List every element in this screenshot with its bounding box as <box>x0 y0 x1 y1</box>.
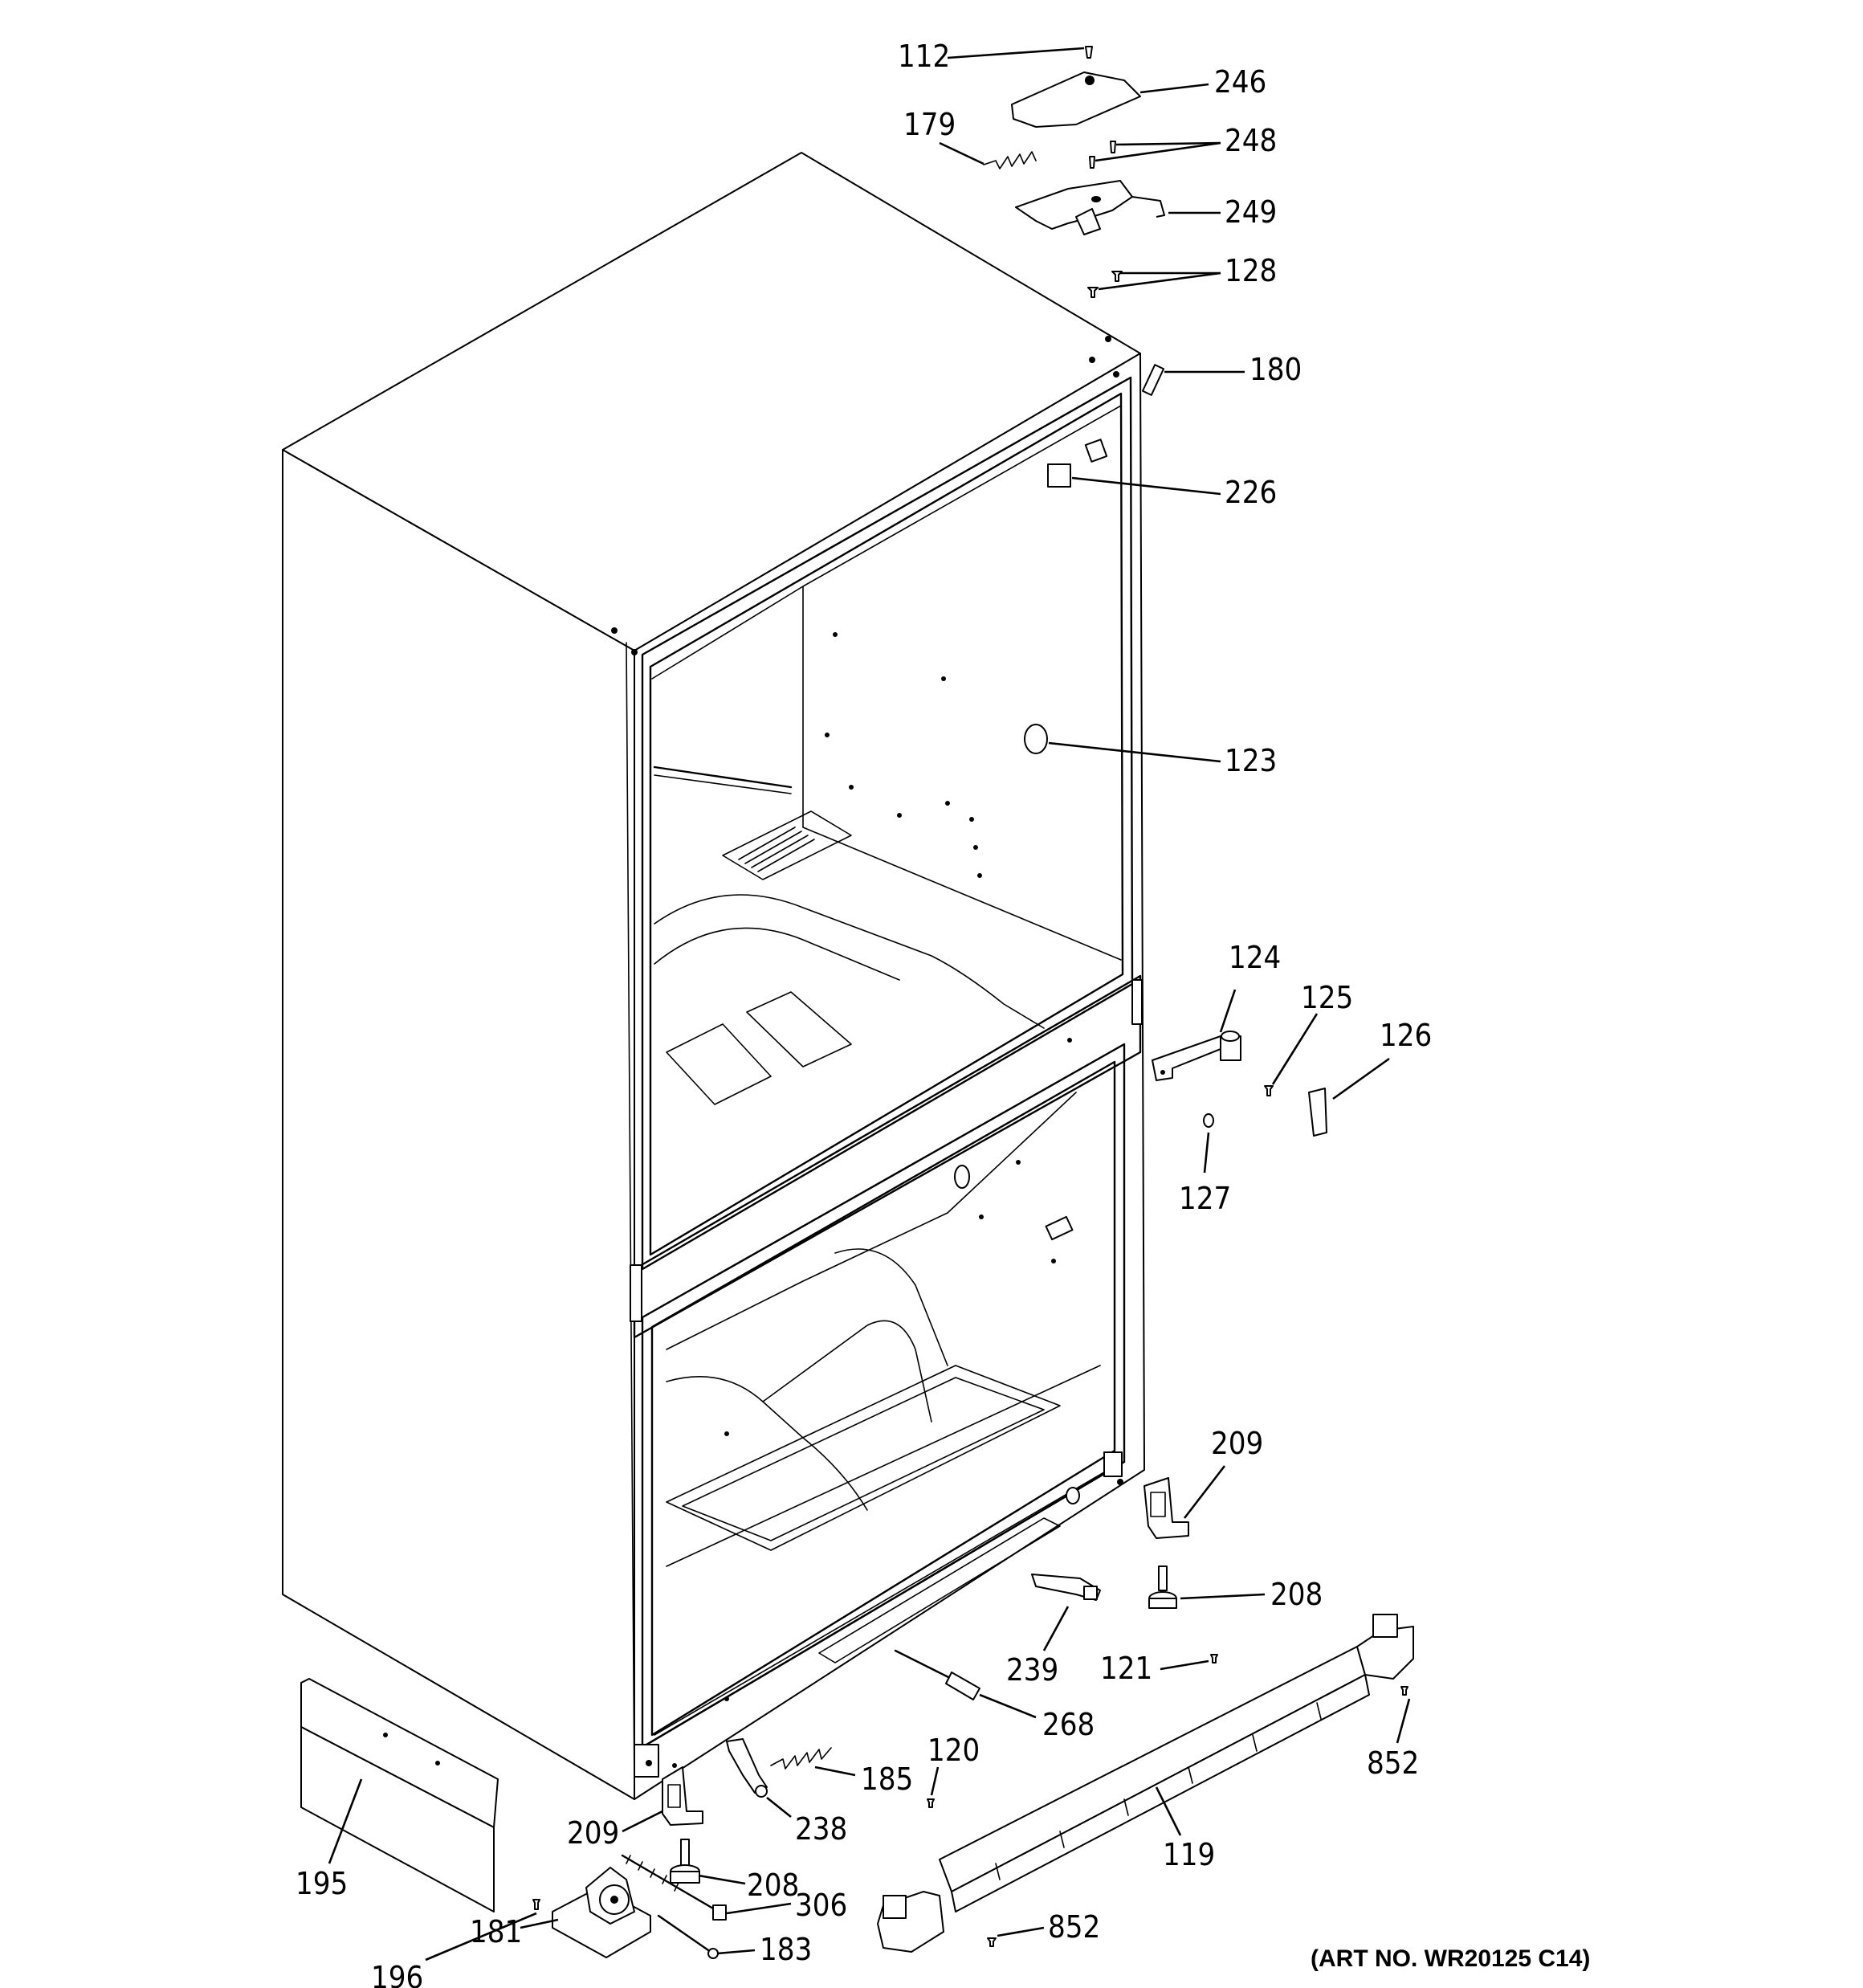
callout-185: 185 <box>861 1761 913 1797</box>
callout-208-right: 208 <box>1270 1577 1323 1612</box>
callout-183: 183 <box>760 1932 812 1967</box>
screw-852-lower <box>987 1937 997 1947</box>
callout-128: 128 <box>1225 253 1277 288</box>
leader-lines <box>328 47 1411 1961</box>
rod-268 <box>894 1649 980 1700</box>
part-239 <box>1031 1574 1101 1601</box>
screw-196 <box>532 1899 540 1910</box>
callout-179: 179 <box>903 107 956 142</box>
callout-852-upper: 852 <box>1367 1745 1419 1781</box>
part-238 <box>726 1738 768 1798</box>
callout-852-lower: 852 <box>1048 1909 1100 1945</box>
callout-124: 124 <box>1229 940 1281 975</box>
hinge-bracket-249 <box>1015 180 1165 235</box>
screws-128 <box>1087 271 1123 298</box>
callout-239: 239 <box>1006 1652 1058 1688</box>
art-number: (ART NO. WR20125 C14) <box>1311 1945 1590 1972</box>
screw-183 <box>657 1914 719 1959</box>
callout-238: 238 <box>795 1811 847 1847</box>
callout-123: 123 <box>1225 743 1277 778</box>
callout-121: 121 <box>1100 1651 1152 1686</box>
callout-126: 126 <box>1380 1018 1432 1053</box>
part-126 <box>1308 1088 1327 1137</box>
callout-125: 125 <box>1301 980 1353 1015</box>
hinge-124 <box>1152 1031 1241 1081</box>
callout-195: 195 <box>296 1866 348 1901</box>
callout-labels: 112 246 179 248 249 128 180 226 123 124 … <box>296 39 1432 1988</box>
callout-196: 196 <box>371 1960 423 1988</box>
callout-306: 306 <box>795 1888 847 1923</box>
screws-248 <box>1089 141 1116 169</box>
part-180 <box>1141 364 1165 396</box>
callout-226: 226 <box>1225 475 1277 510</box>
callout-119: 119 <box>1163 1837 1215 1872</box>
callout-181: 181 <box>470 1914 522 1949</box>
screw-121 <box>1210 1654 1218 1663</box>
leveling-leg-208-right <box>1148 1565 1177 1609</box>
callout-208-left: 208 <box>747 1868 799 1903</box>
screw-306 <box>621 1854 727 1921</box>
roller-181 <box>552 1867 651 1958</box>
callout-249: 249 <box>1225 194 1277 230</box>
spring-185 <box>770 1747 832 1770</box>
spring-179 <box>983 151 1037 169</box>
callout-268: 268 <box>1042 1707 1095 1742</box>
callout-246: 246 <box>1214 64 1266 100</box>
callout-209-left: 209 <box>567 1815 619 1851</box>
screw-125 <box>1264 1085 1274 1096</box>
callout-248: 248 <box>1225 123 1277 158</box>
screw-120 <box>927 1798 935 1808</box>
leveling-bracket-209-left <box>662 1766 703 1826</box>
callout-112: 112 <box>898 39 950 74</box>
leveling-leg-208-left <box>670 1839 700 1884</box>
toe-kick-195 <box>300 1678 499 1912</box>
callout-180: 180 <box>1249 352 1302 387</box>
plug-127 <box>1203 1113 1214 1128</box>
callout-127: 127 <box>1179 1181 1231 1216</box>
refrigerator-cabinet <box>282 152 1145 1800</box>
callout-209-right: 209 <box>1211 1426 1263 1461</box>
screw-852-upper <box>1400 1686 1408 1696</box>
leveling-bracket-209-right <box>1143 1477 1189 1539</box>
top-hinge-cover <box>1011 71 1141 128</box>
screw-112 <box>1085 46 1093 59</box>
callout-120: 120 <box>927 1733 980 1768</box>
